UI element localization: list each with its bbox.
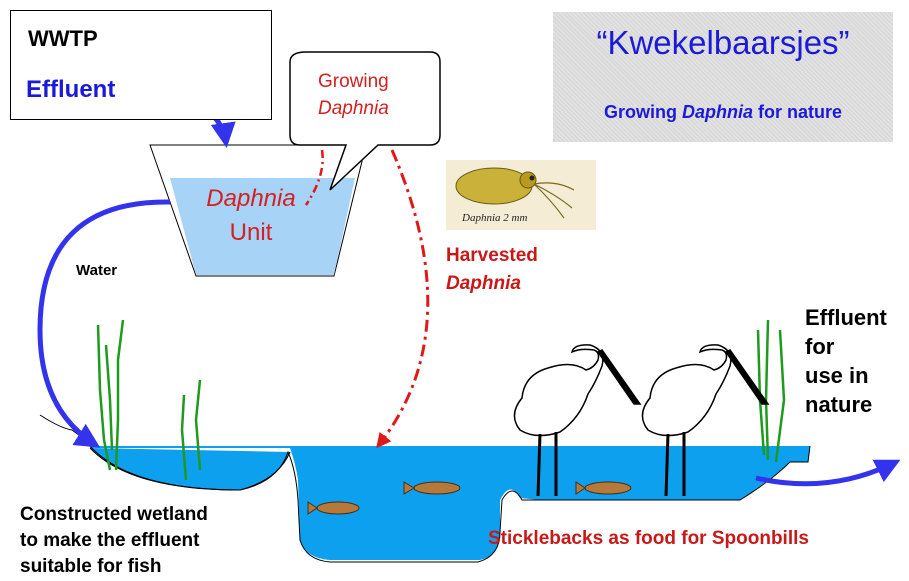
callout-line-2: Daphnia [318,95,389,122]
unit-line-2: Unit [176,216,326,250]
title-subtitle: Growing Daphnia for nature [553,102,893,123]
subtitle-post: for nature [753,102,842,122]
callout-line-1: Growing [318,68,389,95]
water-label: Water [76,262,117,279]
effluent-label: Effluent [26,76,115,104]
wetland-caption: Constructed wetland to make the effluent… [20,502,290,580]
subtitle-species: Daphnia [682,102,753,122]
effluent-nature-line-1: Effluent [805,303,887,332]
wetland-line-3: suitable for fish [20,554,290,580]
harvested-line-1: Harvested [446,242,538,270]
harvested-line-2: Daphnia [446,270,538,298]
effluent-nature-line-3: use in [805,361,887,390]
effluent-nature-line-2: for [805,332,887,361]
harvested-label: Harvested Daphnia [446,242,538,298]
harvest-arrow [378,150,428,446]
subtitle-pre: Growing [604,102,682,122]
water-arrow [40,202,170,445]
effluent-nature-line-4: nature [805,390,887,419]
daphnia-caption: Daphnia 2 mm [462,212,527,224]
title-heading: “Kwekelbaarsjes” [553,24,893,62]
wetland-line-1: Constructed wetland [20,502,290,528]
wetland-line-2: to make the effluent [20,528,290,554]
stickleback-caption: Sticklebacks as food for Spoonbills [488,528,809,550]
callout-species: Daphnia [318,98,389,119]
callout-text: Growing Daphnia [318,68,389,122]
daphnia-unit-label: Daphnia Unit [176,182,326,250]
effluent-nature-label: Effluent for use in nature [805,303,887,419]
unit-line-1: Daphnia [176,182,326,216]
wwtp-title: WWTP [28,26,98,52]
